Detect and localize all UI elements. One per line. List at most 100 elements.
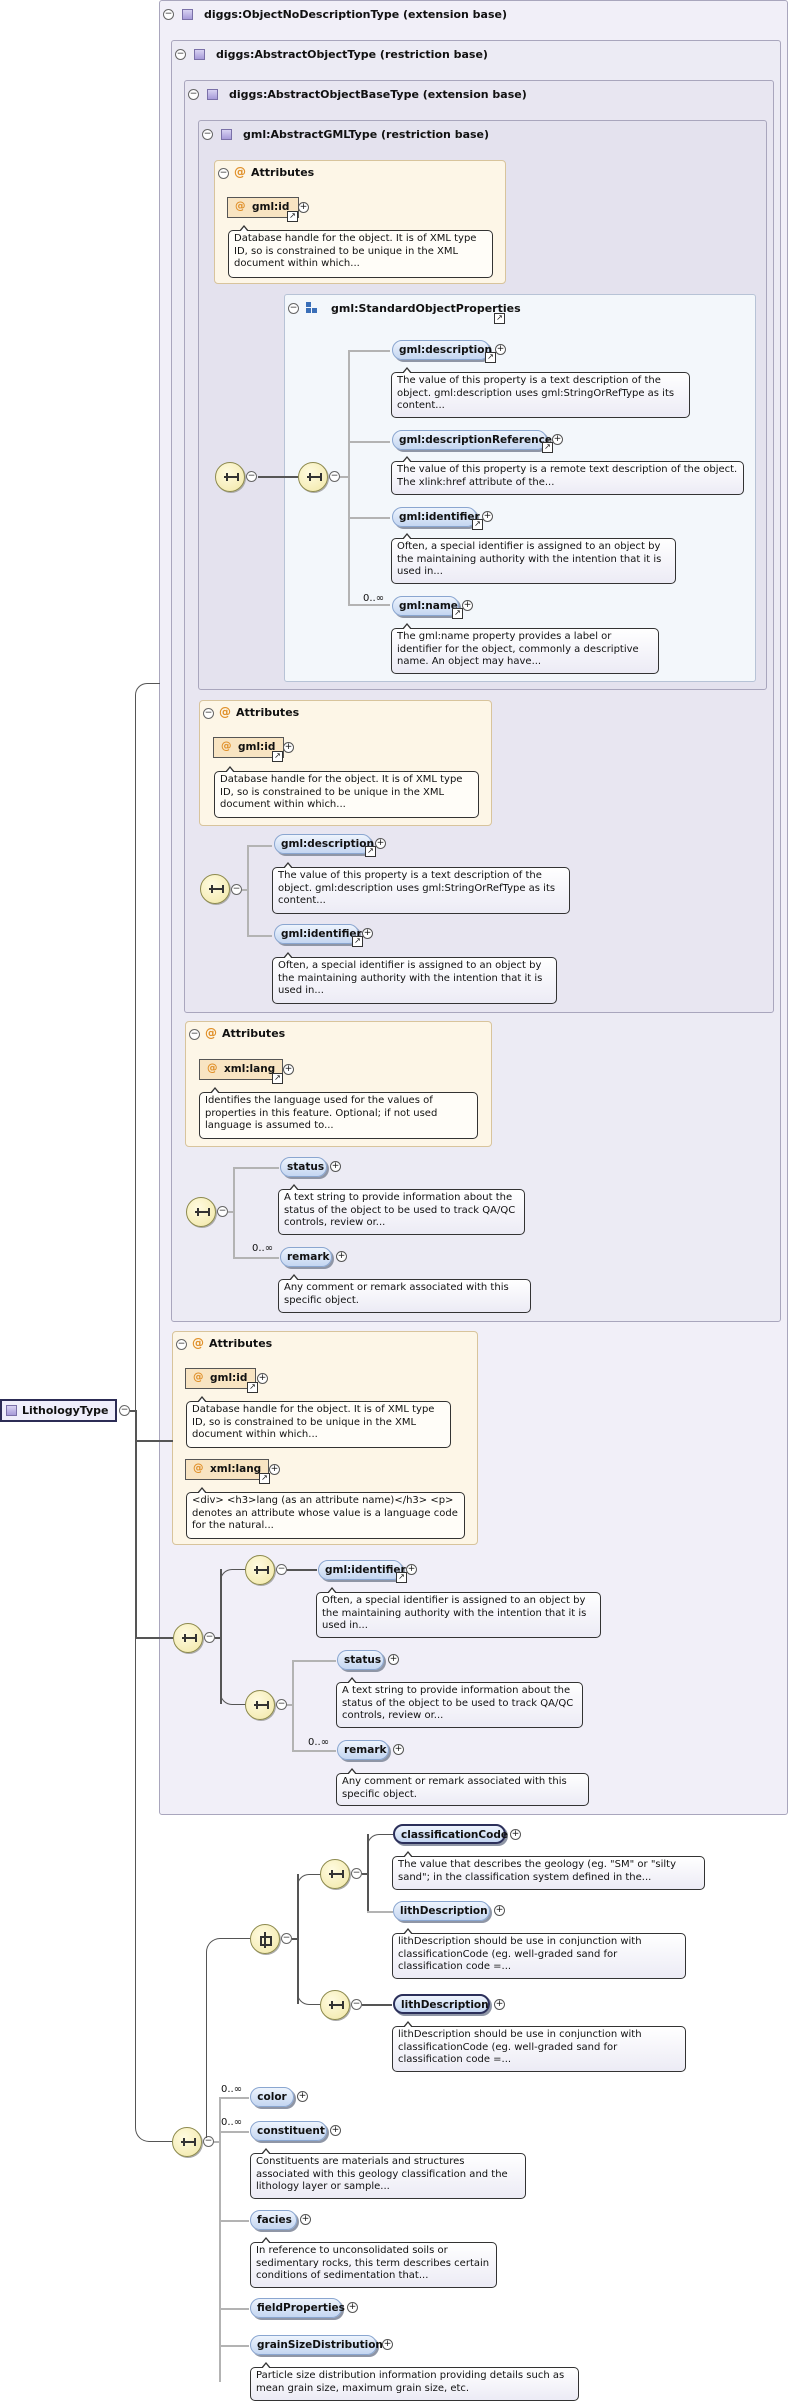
box-title: gml:AbstractGMLType (restriction base) <box>243 128 490 141</box>
element-grainsizedistribution[interactable]: grainSizeDistribution <box>250 2335 383 2355</box>
element-classificationcode[interactable]: classificationCode <box>393 1824 508 1844</box>
collapse-toggle[interactable]: − <box>276 1564 287 1575</box>
collapse-toggle[interactable]: − <box>218 168 229 179</box>
attribute-xml-lang[interactable]: @xml:lang <box>199 1059 283 1080</box>
expand-icon[interactable]: + <box>362 928 373 939</box>
expand-icon[interactable]: + <box>382 2339 393 2350</box>
collapse-toggle[interactable]: − <box>189 1029 200 1040</box>
collapse-toggle[interactable]: − <box>288 303 299 314</box>
link-icon[interactable]: ↗ <box>396 1572 407 1583</box>
element-description: In reference to unconsolidated soils or … <box>250 2237 497 2288</box>
expand-icon[interactable]: + <box>494 1999 505 2010</box>
link-icon[interactable]: ↗ <box>452 608 463 619</box>
element-gml-identifier[interactable]: gml:identifier <box>274 924 362 944</box>
link-icon[interactable]: ↗ <box>272 1073 283 1084</box>
expand-icon[interactable]: + <box>510 1829 521 1840</box>
link-icon[interactable]: ↗ <box>542 442 553 453</box>
collapse-toggle[interactable]: − <box>231 884 242 895</box>
element-gml-description[interactable]: gml:description <box>392 340 492 360</box>
element-status[interactable]: status <box>337 1650 384 1670</box>
collapse-toggle[interactable]: − <box>281 1933 292 1944</box>
expand-icon[interactable]: + <box>393 1744 404 1755</box>
sequence-compositor[interactable] <box>245 1690 275 1720</box>
attribute-gml-id[interactable]: @gml:id <box>213 737 284 758</box>
link-icon[interactable]: ↗ <box>287 211 298 222</box>
element-description: Often, a special identifier is assigned … <box>391 533 676 584</box>
element-lithdescription[interactable]: lithDescription <box>393 1994 490 2014</box>
element-remark[interactable]: remark <box>337 1740 389 1760</box>
expand-icon[interactable]: + <box>552 434 563 445</box>
expand-icon[interactable]: + <box>300 2214 311 2225</box>
collapse-toggle[interactable]: − <box>176 1339 187 1350</box>
element-status[interactable]: status <box>280 1157 327 1177</box>
sequence-compositor[interactable] <box>215 462 245 492</box>
expand-icon[interactable]: + <box>283 742 294 753</box>
collapse-toggle[interactable]: − <box>329 471 340 482</box>
expand-icon[interactable]: + <box>406 1564 417 1575</box>
collapse-toggle[interactable]: − <box>276 1699 287 1710</box>
collapse-toggle[interactable]: − <box>188 89 199 100</box>
link-icon[interactable]: ↗ <box>259 1473 270 1484</box>
expand-icon[interactable]: + <box>336 1251 347 1262</box>
element-fieldproperties[interactable]: fieldProperties <box>250 2298 345 2318</box>
expand-icon[interactable]: + <box>330 1161 341 1172</box>
sequence-compositor[interactable] <box>200 874 230 904</box>
expand-icon[interactable]: + <box>330 2125 341 2136</box>
expand-icon[interactable]: + <box>347 2302 358 2313</box>
link-icon[interactable]: ↗ <box>352 936 363 947</box>
element-gml-name[interactable]: gml:name <box>392 596 459 616</box>
collapse-toggle[interactable]: − <box>217 1206 228 1217</box>
element-gml-description[interactable]: gml:description <box>274 834 374 854</box>
link-icon[interactable]: ↗ <box>485 352 496 363</box>
sequence-compositor[interactable] <box>245 1555 275 1585</box>
expand-icon[interactable]: + <box>494 1905 505 1916</box>
element-gml-identifier[interactable]: gml:identifier <box>392 507 480 527</box>
collapse-toggle[interactable]: − <box>351 1999 362 2010</box>
sequence-compositor[interactable] <box>320 1859 350 1889</box>
expand-icon[interactable]: + <box>298 202 309 213</box>
link-icon[interactable]: ↗ <box>365 846 376 857</box>
sequence-compositor[interactable] <box>320 1990 350 2020</box>
choice-compositor[interactable] <box>250 1924 280 1954</box>
expand-icon[interactable]: + <box>388 1654 399 1665</box>
collapse-toggle[interactable]: − <box>163 9 174 20</box>
element-constituent[interactable]: constituent <box>250 2121 327 2141</box>
sequence-compositor[interactable] <box>172 2127 202 2157</box>
element-facies[interactable]: facies <box>250 2210 297 2230</box>
connector <box>135 1637 173 1639</box>
expand-icon[interactable]: + <box>495 344 506 355</box>
attribute-gml-id[interactable]: @gml:id <box>185 1368 256 1389</box>
element-description: Constituents are materials and structure… <box>250 2148 526 2199</box>
link-icon[interactable]: ↗ <box>272 751 283 762</box>
collapse-toggle[interactable]: − <box>175 49 186 60</box>
collapse-toggle[interactable]: − <box>119 1405 130 1416</box>
attribute-name: gml:id <box>252 201 290 213</box>
collapse-toggle[interactable]: − <box>246 471 257 482</box>
attribute-icon: @ <box>205 1026 217 1040</box>
expand-icon[interactable]: + <box>269 1464 280 1475</box>
root-complex-type[interactable]: LithologyType <box>0 1399 117 1422</box>
link-icon[interactable]: ↗ <box>247 1382 258 1393</box>
expand-icon[interactable]: + <box>375 838 386 849</box>
expand-icon[interactable]: + <box>482 511 493 522</box>
element-gml-identifier[interactable]: gml:identifier <box>318 1560 406 1580</box>
multiplicity: 0..∞ <box>252 1243 274 1254</box>
link-icon[interactable]: ↗ <box>494 313 505 324</box>
element-remark[interactable]: remark <box>280 1247 332 1267</box>
expand-icon[interactable]: + <box>257 1373 268 1384</box>
element-color[interactable]: color <box>250 2087 294 2107</box>
expand-icon[interactable]: + <box>462 600 473 611</box>
sequence-compositor[interactable] <box>186 1197 216 1227</box>
expand-icon[interactable]: + <box>297 2091 308 2102</box>
collapse-toggle[interactable]: − <box>204 1632 215 1643</box>
link-icon[interactable]: ↗ <box>472 519 483 530</box>
attribute-xml-lang[interactable]: @xml:lang <box>185 1459 269 1480</box>
expand-icon[interactable]: + <box>283 1064 294 1075</box>
collapse-toggle[interactable]: − <box>203 708 214 719</box>
collapse-toggle[interactable]: − <box>202 129 213 140</box>
sequence-compositor[interactable] <box>173 1623 203 1653</box>
element-lithdescription[interactable]: lithDescription <box>393 1901 490 1921</box>
collapse-toggle[interactable]: − <box>351 1868 362 1879</box>
sequence-compositor[interactable] <box>298 462 328 492</box>
element-gml-descriptionreference[interactable]: gml:descriptionReference <box>392 430 552 450</box>
